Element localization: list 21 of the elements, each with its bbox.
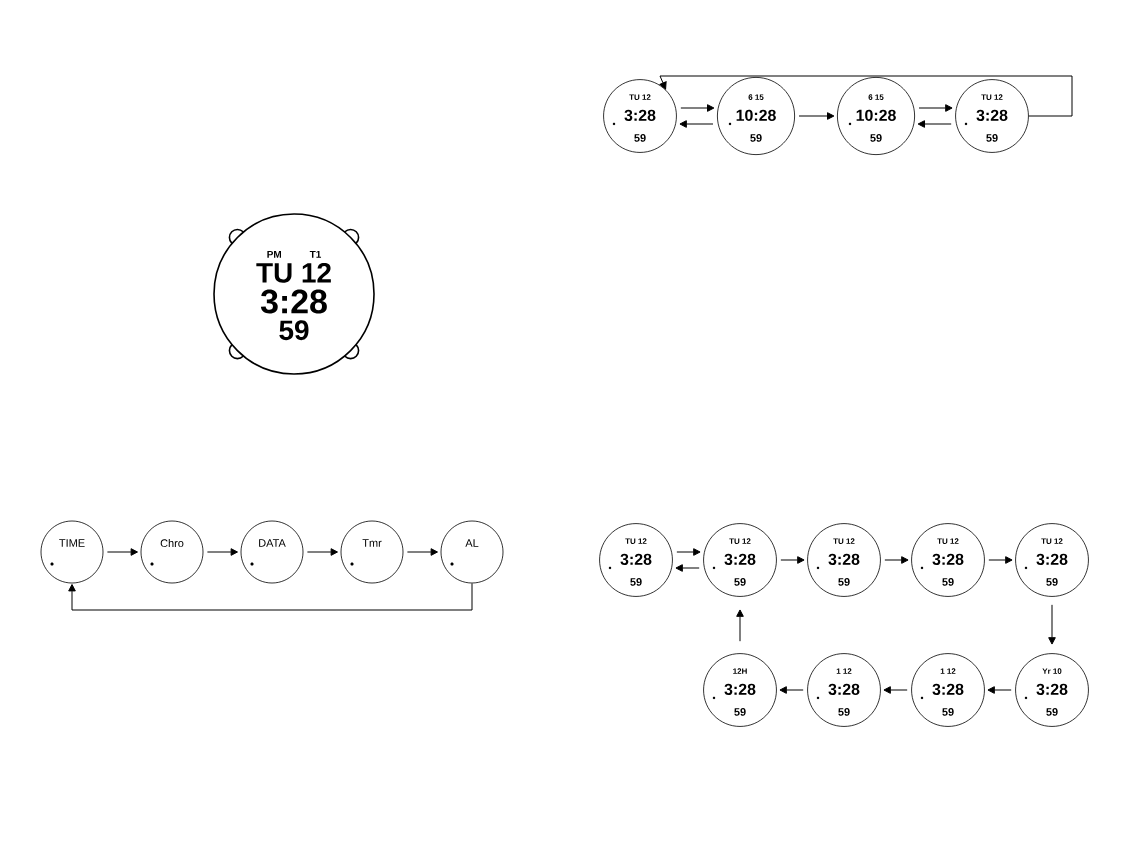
arrow <box>883 686 891 694</box>
arrow <box>827 112 835 120</box>
arrow <box>130 548 138 556</box>
arrow <box>945 104 953 112</box>
arrow <box>1048 637 1056 645</box>
arrow <box>901 556 909 564</box>
arrow <box>797 556 805 564</box>
arrow <box>1005 556 1013 564</box>
arrow <box>917 120 925 128</box>
arrow <box>679 120 687 128</box>
arrow <box>779 686 787 694</box>
arrow <box>707 104 715 112</box>
arrow <box>659 75 1073 117</box>
arrow <box>330 548 338 556</box>
arrow <box>230 548 238 556</box>
arrow <box>736 609 744 617</box>
arrow <box>675 564 683 572</box>
arrow <box>430 548 438 556</box>
arrow <box>987 686 995 694</box>
arrow <box>68 582 473 611</box>
arrow <box>693 548 701 556</box>
